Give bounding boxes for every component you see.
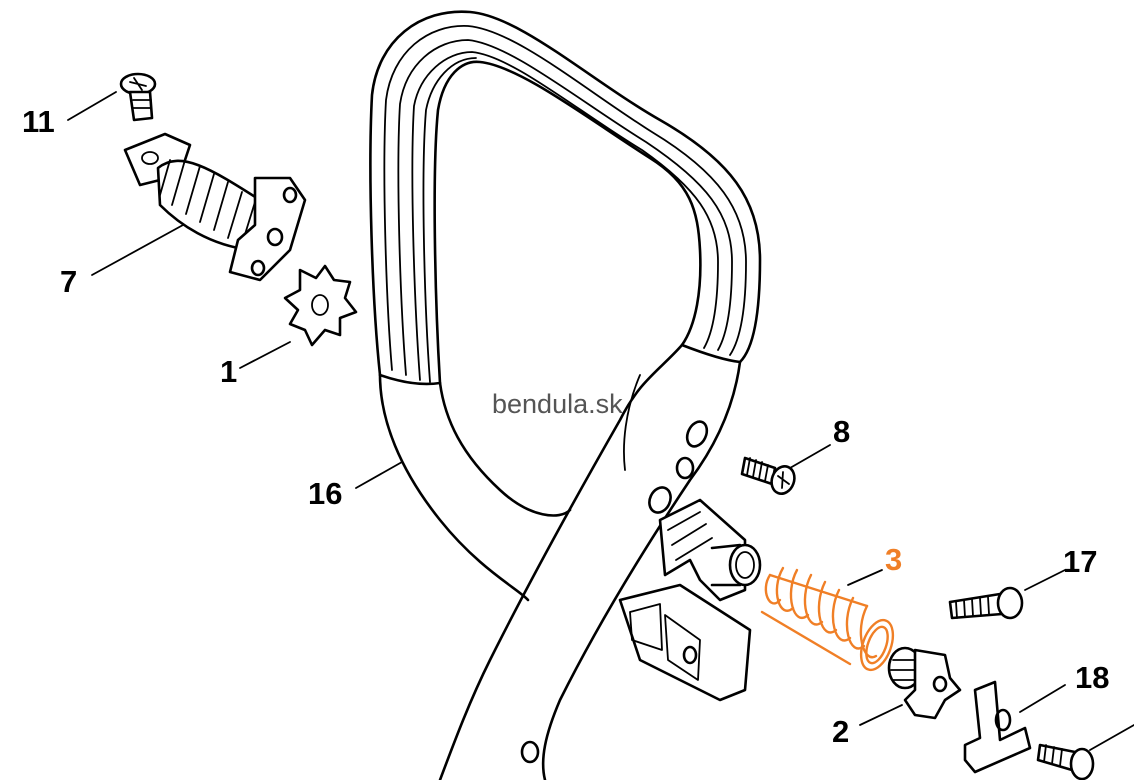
spring-part-3[interactable] xyxy=(760,566,899,674)
av-mount-part-7[interactable] xyxy=(123,132,307,282)
callout-11: 11 xyxy=(22,104,55,139)
mounting-bracket xyxy=(618,498,762,702)
handlebar-part[interactable] xyxy=(369,10,762,780)
callout-3: 3 xyxy=(885,542,902,577)
callout-2: 2 xyxy=(832,714,849,749)
callout-16: 16 xyxy=(308,476,342,511)
watermark: bendula.sk xyxy=(492,389,623,419)
callout-17: 17 xyxy=(1063,544,1097,579)
callout-18: 18 xyxy=(1075,660,1109,695)
av-element-part-2[interactable] xyxy=(887,646,962,720)
screw-part-8[interactable] xyxy=(740,456,798,497)
callout-labels: 11 7 1 16 8 3 17 2 18 xyxy=(22,104,1109,749)
callout-8: 8 xyxy=(833,414,850,449)
callout-1: 1 xyxy=(220,354,237,389)
callout-7: 7 xyxy=(60,264,77,299)
bracket-part-18[interactable] xyxy=(963,680,1095,780)
leader-lines xyxy=(67,91,1134,751)
buffer-part-1[interactable] xyxy=(283,264,358,347)
screw-part-11[interactable] xyxy=(119,72,157,122)
screw-part-17[interactable] xyxy=(948,586,1024,620)
